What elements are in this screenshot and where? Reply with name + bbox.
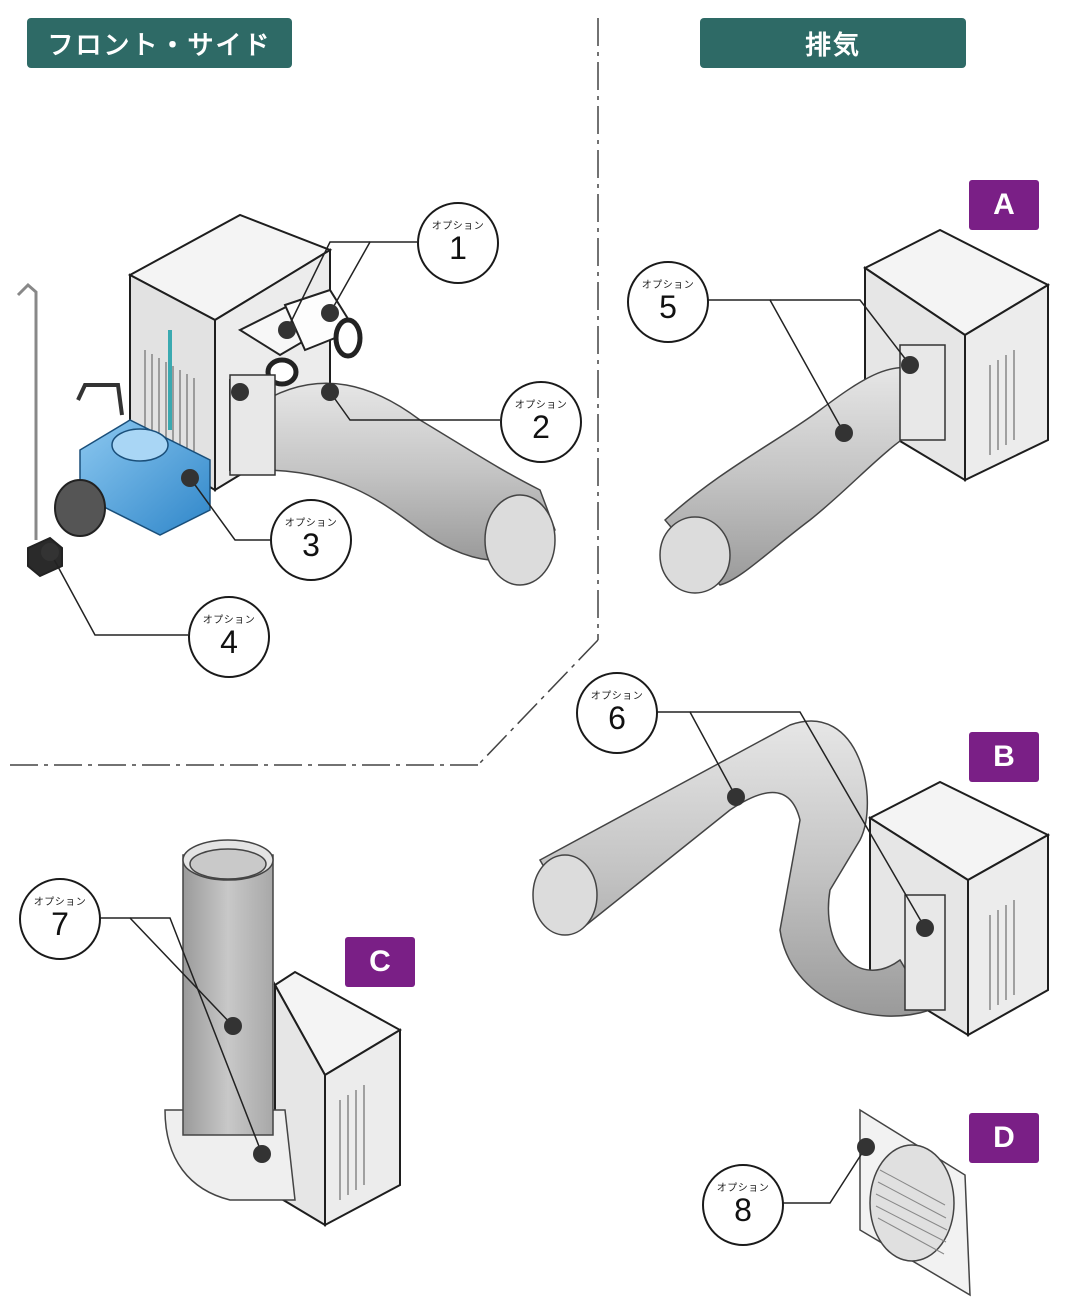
option-number: 8 [734, 1192, 752, 1228]
front-side-header: フロント・サイド [27, 18, 292, 68]
option-label: オプション [590, 691, 644, 702]
option-number: 5 [659, 289, 677, 325]
duct-c [164, 839, 296, 1201]
option-number: 6 [608, 700, 626, 736]
water-tank [76, 330, 211, 536]
exhaust-label: 排気 [804, 30, 861, 61]
option-label: オプション [33, 897, 87, 908]
option-number: 1 [449, 230, 467, 266]
option-label: オプション [202, 615, 256, 626]
option-label: オプション [514, 400, 568, 411]
option-number: 4 [220, 624, 238, 660]
badge-c: C [345, 937, 415, 987]
option-callout-3: オプション 3 [270, 499, 352, 581]
badge-b: B [969, 732, 1039, 782]
exhaust-header: 排気 [700, 18, 966, 68]
badge-a: A [969, 180, 1039, 230]
option-label: オプション [716, 1183, 770, 1194]
front-side-label: フロント・サイド [47, 30, 272, 61]
duct-a [659, 344, 946, 594]
option-callout-5: オプション 5 [627, 261, 709, 343]
option-label: オプション [641, 280, 695, 291]
option-callout-1: オプション 1 [417, 202, 499, 284]
intake-tubes [237, 288, 363, 387]
option-label: オプション [431, 221, 485, 232]
badge-d: D [969, 1113, 1039, 1163]
leader-dots [41, 304, 934, 1163]
option-number: 2 [532, 409, 550, 445]
option-callout-7: オプション 7 [19, 878, 101, 960]
grille-d [859, 1108, 971, 1297]
cord-reel [16, 282, 106, 578]
section-dividers [10, 18, 599, 766]
option-number: 3 [302, 527, 320, 563]
option-callout-6: オプション 6 [576, 672, 658, 754]
duct-b [532, 720, 946, 1017]
option-number: 7 [51, 906, 69, 942]
option-callout-2: オプション 2 [500, 381, 582, 463]
option-label: オプション [284, 518, 338, 529]
option-callout-4: オプション 4 [188, 596, 270, 678]
option-callout-8: オプション 8 [702, 1164, 784, 1246]
